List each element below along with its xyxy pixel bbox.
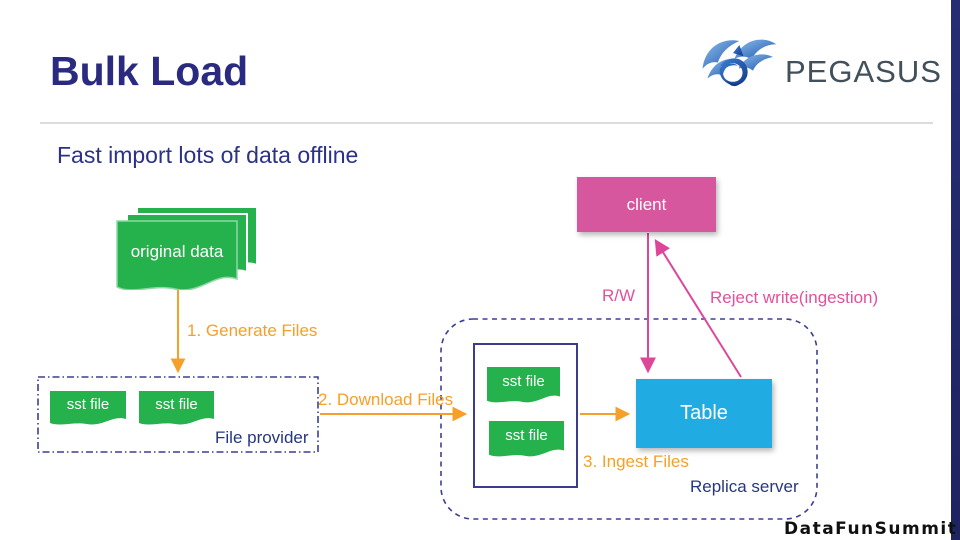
sst-container-box — [473, 343, 578, 488]
client-node: client — [577, 177, 716, 232]
table-node: Table — [636, 379, 772, 448]
reject-write-label: Reject write(ingestion) — [710, 288, 879, 307]
original-data-stack: original data — [116, 206, 258, 291]
file-provider-label: File provider — [215, 428, 309, 447]
document-icon — [487, 367, 560, 403]
document-icon — [139, 391, 214, 425]
step-ingest-files-label: 3. Ingest Files — [583, 452, 689, 471]
pegasus-horse-icon — [702, 39, 777, 87]
sst-file-node: sst file — [50, 391, 126, 427]
document-icon — [489, 421, 564, 457]
page-title: Bulk Load — [50, 48, 249, 94]
sst-file-node: sst file — [139, 391, 214, 427]
step-generate-files-label: 1. Generate Files — [187, 321, 318, 340]
pegasus-logo-text: PEGASUS — [785, 54, 942, 89]
original-data-label: original data — [130, 242, 224, 261]
sst-file-node: sst file — [487, 367, 560, 405]
replica-server-box — [440, 318, 818, 520]
document-stack-icon — [116, 206, 258, 291]
pegasus-logo: PEGASUS — [693, 32, 941, 110]
replica-server-label: Replica server — [690, 477, 799, 496]
sst-file-node: sst file — [489, 421, 564, 459]
rw-label: R/W — [602, 286, 636, 305]
datafunsummit-footer: DataFunSummit — [784, 519, 958, 539]
slide-subtitle: Fast import lots of data offline — [57, 142, 359, 168]
right-edge-bar — [951, 0, 960, 540]
reject-write-arrow — [654, 238, 742, 378]
document-icon — [50, 391, 126, 425]
title-divider — [40, 122, 933, 124]
file-provider-box — [37, 376, 319, 453]
step-download-files-label: 2. Download Files — [318, 390, 454, 409]
